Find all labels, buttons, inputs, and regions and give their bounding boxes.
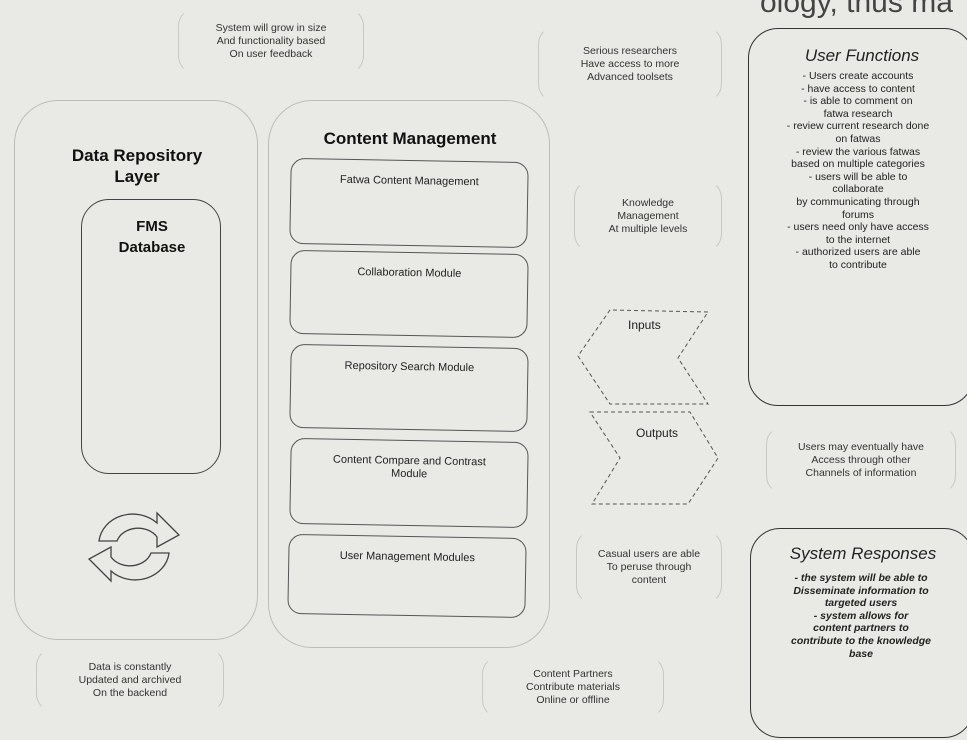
user-function-item: to the internet — [825, 233, 891, 246]
repository-title-line: Data Repository — [71, 146, 203, 165]
note-partners-text: Content Partners Contribute materials On… — [526, 668, 620, 707]
system-response-item: base — [849, 647, 873, 660]
note-line: On user feedback — [229, 47, 313, 60]
user-function-item: - Users create accounts — [802, 70, 914, 82]
note-line: Management — [617, 209, 679, 222]
user-functions-title: User Functions — [804, 46, 920, 65]
system-response-item: - system allows for — [813, 609, 909, 622]
repository-title-line: Layer — [114, 167, 160, 186]
user-function-item: - authorized users are able — [795, 246, 921, 259]
note-channels: Users may eventually have Access through… — [766, 426, 956, 494]
database-title-line: Database — [118, 239, 186, 256]
note-line: Serious researchers — [583, 44, 677, 57]
module-collaboration: Collaboration Module — [289, 249, 529, 339]
system-response-item: contribute to the knowledge — [790, 634, 931, 647]
note-line: Contribute materials — [526, 680, 620, 693]
module-label: Content Compare and Contrast Module — [332, 453, 486, 481]
module-label: Repository Search Module — [344, 359, 475, 375]
module-label: Fatwa Content Management — [339, 173, 479, 189]
inputs-arrow — [577, 309, 709, 405]
note-growth: System will grow in size And functionali… — [178, 8, 364, 74]
system-responses-title: System Responses — [789, 544, 937, 563]
user-functions-list: - Users create accounts - have access to… — [752, 70, 964, 272]
module-label: Collaboration Module — [357, 266, 462, 280]
module-fatwa-content-management: Fatwa Content Management — [289, 157, 529, 249]
module-label: User Management Modules — [339, 549, 475, 565]
outputs-label: Outputs — [636, 426, 679, 440]
module-user-management: User Management Modules — [287, 533, 527, 619]
user-function-item: - review the various fatwas — [795, 145, 921, 158]
user-function-item: - users will be able to — [808, 170, 908, 183]
note-growth-text: System will grow in size And functionali… — [216, 22, 327, 61]
system-responses-panel — [750, 528, 967, 738]
note-line: Advanced toolsets — [587, 70, 673, 83]
note-researchers: Serious researchers Have access to more … — [538, 26, 722, 102]
system-response-item: - the system will be able to — [794, 572, 928, 584]
content-management-panel: Content Management — [268, 100, 550, 648]
note-line: And functionality based — [216, 34, 326, 47]
note-line: System will grow in size — [215, 21, 327, 34]
data-repository-panel: Data Repository Layer FMS Database — [14, 100, 258, 640]
note-channels-text: Users may eventually have Access through… — [798, 441, 924, 480]
module-content-compare: Content Compare and Contrast Module — [289, 437, 529, 529]
note-line: Online or offline — [536, 693, 610, 706]
user-function-item: - review current research done — [786, 120, 930, 133]
user-function-item: based on multiple categories — [791, 158, 925, 171]
system-response-item: content partners to — [813, 622, 909, 635]
note-researchers-text: Serious researchers Have access to more … — [581, 45, 680, 84]
note-line: On the backend — [92, 686, 168, 699]
note-casual: Casual users are able To peruse through … — [576, 530, 722, 604]
user-function-item: by communicating through — [796, 195, 920, 208]
sync-arrows-icon — [87, 511, 181, 583]
user-function-item: to contribute — [829, 258, 887, 271]
note-line: Content Partners — [533, 667, 613, 680]
note-line: Channels of information — [805, 466, 917, 479]
note-line: content — [631, 573, 667, 586]
system-responses-list: - the system will be able to Disseminate… — [756, 572, 966, 660]
database-title: FMS Database — [82, 216, 222, 258]
note-line: To peruse through — [606, 560, 692, 573]
note-line: Knowledge — [622, 196, 674, 209]
user-function-item: - have access to content — [801, 82, 915, 95]
user-function-item: - users need only have access — [787, 221, 929, 234]
header-fragment: ology, thus ma — [760, 0, 953, 19]
fms-database-box: FMS Database — [81, 199, 221, 474]
note-archive-text: Data is constantly Updated and archived … — [79, 661, 182, 700]
user-function-item: on fatwas — [835, 132, 881, 145]
note-knowledge: Knowledge Management At multiple levels — [574, 180, 722, 252]
note-knowledge-text: Knowledge Management At multiple levels — [609, 197, 688, 236]
note-line: At multiple levels — [608, 222, 688, 235]
note-line: Have access to more — [580, 57, 680, 70]
note-line: Users may eventually have — [797, 440, 925, 453]
system-response-item: Disseminate information to — [793, 584, 929, 597]
inputs-label: Inputs — [628, 318, 661, 332]
user-function-item: collaborate — [832, 183, 884, 196]
user-function-item: - is able to comment on — [803, 95, 913, 108]
note-archive: Data is constantly Updated and archived … — [36, 648, 224, 712]
note-line: Casual users are able — [597, 547, 701, 560]
database-title-line: FMS — [136, 218, 168, 235]
content-management-title: Content Management — [323, 129, 497, 148]
user-function-item: fatwa research — [823, 107, 893, 120]
user-function-item: forums — [841, 208, 875, 221]
arrows-graphic — [577, 309, 719, 505]
note-line: Data is constantly — [88, 660, 172, 673]
user-functions-panel — [748, 28, 967, 406]
note-line: Access through other — [811, 453, 911, 466]
module-repository-search: Repository Search Module — [289, 343, 529, 433]
repository-title: Data Repository Layer — [15, 145, 259, 187]
note-line: Updated and archived — [78, 673, 182, 686]
system-response-item: targeted users — [824, 597, 898, 610]
note-partners: Content Partners Contribute materials On… — [482, 656, 664, 718]
note-casual-text: Casual users are able To peruse through … — [598, 548, 700, 587]
outputs-arrow — [589, 411, 719, 505]
